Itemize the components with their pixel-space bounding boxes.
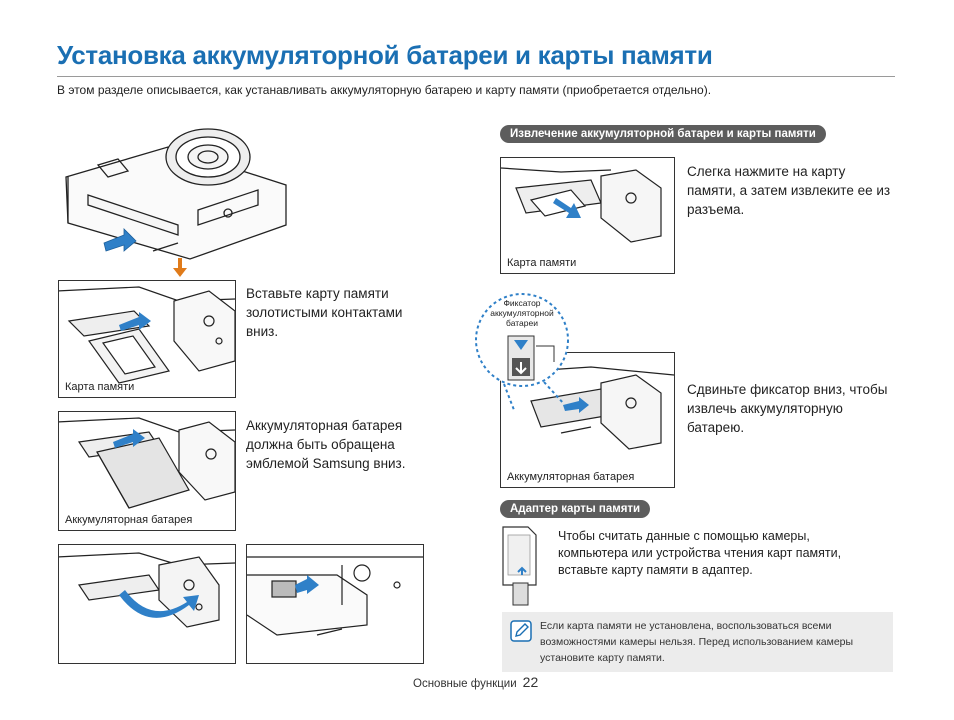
page-title: Установка аккумуляторной батареи и карты… xyxy=(57,40,713,70)
battery-remove-instruction: Сдвиньте фиксатор вниз, чтобы извлечь ак… xyxy=(687,382,888,435)
battery-caption: Аккумуляторная батарея xyxy=(65,514,193,526)
sd-adapter-icon xyxy=(502,526,537,606)
adapter-instruction: Чтобы считать данные с помощью камеры, к… xyxy=(558,529,842,577)
page-footer: Основные функции 22 xyxy=(413,674,538,690)
battery-remove-figure: Аккумуляторная батарея xyxy=(500,352,675,488)
camera-bottom-illustration xyxy=(65,128,287,260)
card-caption: Карта памяти xyxy=(65,381,135,393)
card-insert-figure: Карта памяти xyxy=(58,280,236,398)
battery-insert-instruction: Аккумуляторная батарея должна быть обращ… xyxy=(246,418,406,471)
pencil-note-icon xyxy=(510,620,532,642)
battery-insert-figure: Аккумуляторная батарея xyxy=(58,411,236,531)
adapter-section-header: Адаптер карты памяти xyxy=(500,500,651,518)
removal-section-header: Извлечение аккумуляторной батареи и карт… xyxy=(500,125,826,143)
lock-label-2: аккумуляторной xyxy=(490,308,554,318)
title-divider xyxy=(57,76,895,77)
lock-label-1: Фиксатор xyxy=(503,298,540,308)
down-arrow-icon xyxy=(173,258,187,277)
slide-arrow-icon xyxy=(103,228,137,252)
cover-lock-figure xyxy=(246,544,424,664)
note-text: Если карта памяти не установлена, воспол… xyxy=(540,620,854,664)
page-number: 22 xyxy=(522,674,539,690)
card-remove-instruction: Слегка нажмите на карту памяти, а затем … xyxy=(687,164,891,217)
cover-close-figure xyxy=(58,544,236,664)
battery-lock-callout: Фиксатор аккумуляторной батареи xyxy=(475,293,569,411)
note-box: Если карта памяти не установлена, воспол… xyxy=(502,612,893,672)
card-insert-instruction: Вставьте карту памяти золотистыми контак… xyxy=(246,286,403,339)
battery-remove-caption: Аккумуляторная батарея xyxy=(507,471,635,483)
lock-label-3: батареи xyxy=(506,318,538,328)
card-remove-figure: Карта памяти xyxy=(500,157,675,274)
card-remove-caption: Карта памяти xyxy=(507,257,577,269)
footer-section: Основные функции xyxy=(413,678,517,690)
intro-text: В этом разделе описывается, как устанавл… xyxy=(57,83,712,97)
